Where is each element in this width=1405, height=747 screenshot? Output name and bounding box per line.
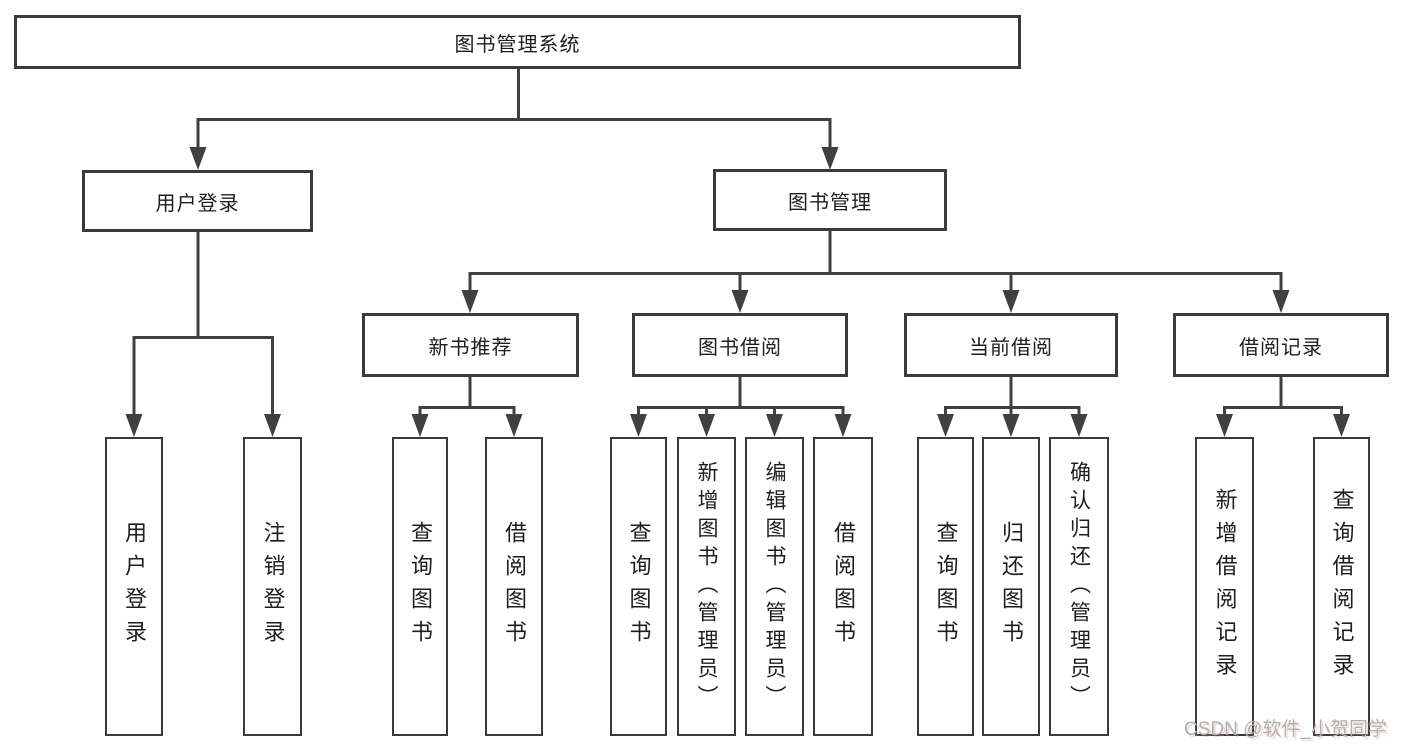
leaf-user-login: 用户登录: [105, 437, 163, 736]
parent-stems: [196, 67, 1283, 409]
node-book-borrow-label: 图书借阅: [698, 336, 782, 359]
node-user-login-label: 用户登录: [155, 192, 240, 215]
leaf-return-book-label: 归还图书: [999, 520, 1024, 653]
node-current-borrow: 当前借阅: [904, 313, 1118, 377]
leaf-query-books-3: 查询图书: [917, 437, 974, 736]
leaf-query-borrow-record: 查询借阅记录: [1313, 437, 1370, 736]
leaf-query-books-2-label: 查询图书: [626, 520, 652, 653]
node-borrow-records: 借阅记录: [1173, 313, 1389, 377]
leaf-query-books-1: 查询图书: [392, 437, 448, 736]
leaf-add-borrow-record: 新增借阅记录: [1195, 437, 1254, 736]
leaf-query-books-1-label: 查询图书: [408, 520, 433, 653]
leaf-return-book: 归还图书: [982, 437, 1040, 736]
leaf-add-book-admin-label: 新增图书（管理员）: [695, 460, 718, 713]
leaf-confirm-return-admin: 确认归还（管理员）: [1049, 437, 1109, 736]
watermark-text: CSDN @软件_小贺同学: [1184, 719, 1387, 740]
leaf-borrow-books-2-label: 借阅图书: [831, 520, 856, 653]
leaf-edit-book-admin-label: 编辑图书（管理员）: [763, 460, 786, 713]
node-root: 图书管理系统: [14, 15, 1021, 69]
node-borrow-records-label: 借阅记录: [1239, 336, 1323, 359]
node-user-login: 用户登录: [82, 170, 313, 232]
node-new-book-recommend: 新书推荐: [362, 313, 579, 377]
leaf-borrow-books-1-label: 借阅图书: [502, 520, 527, 653]
leaf-query-books-2: 查询图书: [610, 437, 667, 736]
leaf-query-borrow-record-label: 查询借阅记录: [1329, 487, 1355, 686]
node-book-management-label: 图书管理: [788, 191, 872, 214]
leaf-borrow-books-1: 借阅图书: [485, 437, 543, 736]
split-bars: [132, 118, 1343, 409]
leaf-add-borrow-record-label: 新增借阅记录: [1212, 487, 1238, 686]
child-stems: [132, 118, 1343, 420]
node-root-label: 图书管理系统: [454, 33, 581, 56]
leaf-confirm-return-admin-label: 确认归还（管理员）: [1067, 460, 1091, 713]
node-current-borrow-label: 当前借阅: [969, 336, 1053, 359]
leaf-logout-label: 注销登录: [260, 520, 286, 653]
leaf-logout: 注销登录: [243, 437, 302, 736]
arrowheads: [125, 147, 1350, 437]
node-new-book-recommend-label: 新书推荐: [428, 336, 513, 359]
leaf-borrow-books-2: 借阅图书: [813, 437, 873, 736]
leaf-query-books-3-label: 查询图书: [933, 520, 959, 653]
node-book-borrow: 图书借阅: [632, 313, 848, 377]
leaf-user-login-label: 用户登录: [122, 520, 147, 653]
leaf-add-book-admin: 新增图书（管理员）: [677, 437, 736, 736]
node-book-management: 图书管理: [713, 169, 947, 231]
leaf-edit-book-admin: 编辑图书（管理员）: [745, 437, 804, 736]
